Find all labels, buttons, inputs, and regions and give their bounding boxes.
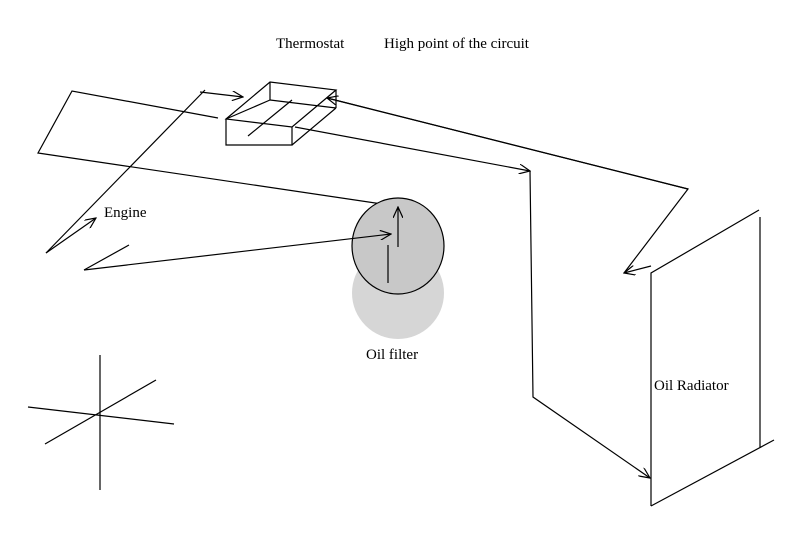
engine-label: Engine [104,205,147,221]
oil-radiator-label: Oil Radiator [654,378,729,394]
high-point-label: High point of the circuit [384,36,530,52]
thermostat-box [224,81,338,146]
oil-filter-label: Oil filter [366,347,418,363]
engine-arrow-side [45,218,96,254]
radiator-supply-pipe [529,170,650,478]
engine-to-filter-pipe [83,234,391,271]
engine-arrow-top [199,92,243,97]
engine-lower-branch [83,244,130,271]
axes-cross [27,355,175,490]
engine-up-pipe [45,89,206,254]
oil-radiator [650,209,775,507]
radiator-inlet-arrow [624,266,652,273]
thermostat-label: Thermostat [276,36,345,52]
radiator-return-arrow [327,98,689,190]
oil-filter [351,197,445,339]
engine-return-line [37,90,410,209]
thermostat-to-engine-pipe [294,126,530,171]
